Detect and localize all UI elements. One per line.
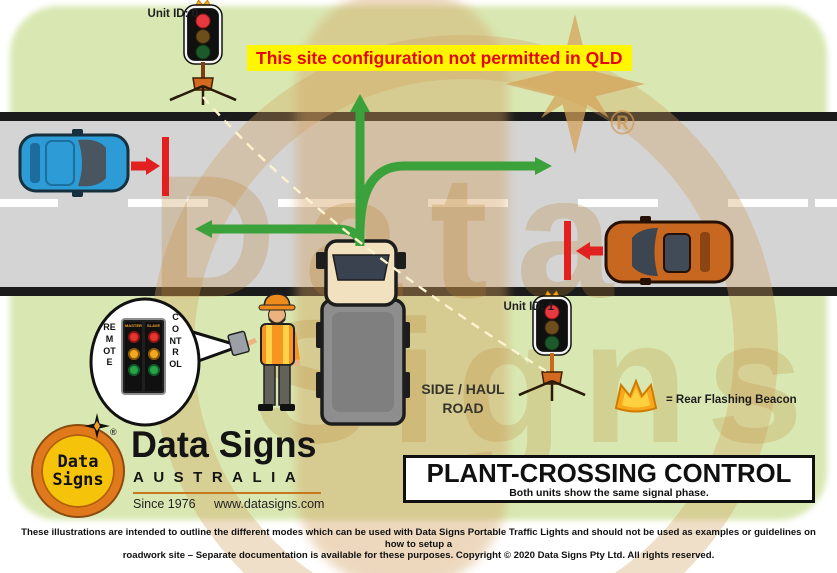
slave-red-button (147, 331, 160, 344)
red-arrow-left-lane (131, 157, 160, 175)
green-light-off (544, 335, 560, 351)
stop-bar-right (564, 221, 571, 280)
remote-master-column: MASTER (125, 322, 142, 391)
master-amber-button (127, 347, 140, 360)
control-vertical-word: CONTROL (169, 312, 182, 370)
unit-0-label: Unit ID: 0 (147, 8, 198, 20)
red-light-on (544, 304, 560, 320)
master-green-button (127, 363, 140, 376)
side-haul-road-label: SIDE / HAUL ROAD (403, 380, 523, 418)
slave-label: SLAVE (146, 323, 161, 328)
disclaimer-line1: These illustrations are intended to outl… (21, 527, 816, 550)
badge-word-data: Data (57, 452, 99, 472)
remote-slave-column: SLAVE (145, 322, 162, 391)
red-arrow-right-lane (576, 242, 603, 260)
logo-company-name: Data Signs (131, 424, 317, 465)
green-arrow-right-shaft (355, 161, 536, 235)
mode-subtitle: Both units show the same signal phase. (509, 487, 709, 499)
red-light-on (195, 13, 211, 29)
mode-title-box: PLANT-CROSSING CONTROL Both units show t… (403, 455, 815, 503)
green-arrow-up-head (350, 94, 370, 112)
traffic-light-unit-1 (518, 290, 586, 401)
plant-truck (316, 239, 410, 426)
unit-1-label: Unit ID: 1 (503, 301, 554, 313)
blue-car (18, 129, 130, 197)
stop-bar-left (162, 137, 169, 196)
orange-car (604, 216, 734, 285)
safety-vest (260, 323, 295, 366)
comm-link-dashed-line (202, 96, 547, 373)
logo-registered-mark: ® (110, 427, 117, 437)
qld-warning-banner: This site configuration not permitted in… (247, 45, 632, 71)
amber-light-off (544, 320, 560, 335)
green-arrows (210, 108, 536, 247)
tripod (518, 379, 586, 401)
datasigns-logo-badge: Data Signs (33, 426, 123, 516)
remote-control-device: MASTER SLAVE (121, 318, 166, 395)
amber-light-off (195, 29, 211, 44)
handheld-remote (227, 330, 250, 356)
side-haul-road-line1: SIDE / HAUL (421, 381, 505, 397)
remote-vertical-word: REMOTE (103, 322, 116, 368)
beacon-legend-label: = Rear Flashing Beacon (666, 394, 797, 406)
green-arrow-left-head (195, 220, 212, 238)
beacon-crown-legend-icon (614, 378, 658, 413)
side-haul-road-line2: ROAD (442, 400, 484, 416)
traffic-light-unit-0 (169, 0, 237, 105)
badge-word-signs: Signs (52, 470, 104, 490)
road-center-dashed-line (0, 199, 837, 207)
disclaimer: These illustrations are intended to outl… (18, 527, 819, 562)
master-red-button (127, 331, 140, 344)
disclaimer-line2: roadwork site – Separate documentation i… (122, 550, 715, 562)
logo-sparkle-icon (84, 413, 110, 439)
logo-website: www.datasigns.com (214, 497, 325, 511)
mode-title: PLANT-CROSSING CONTROL (426, 458, 792, 488)
logo-country: AUSTRALIA (133, 469, 306, 486)
slave-green-button (147, 363, 160, 376)
logo-since: Since 1976 (133, 497, 196, 511)
green-arrow-right-head (535, 157, 552, 175)
tripod (169, 84, 237, 105)
green-light-off (195, 44, 211, 60)
slave-amber-button (147, 347, 160, 360)
worker (227, 293, 301, 411)
logo-divider (133, 492, 321, 494)
master-label: MASTER (125, 323, 142, 328)
